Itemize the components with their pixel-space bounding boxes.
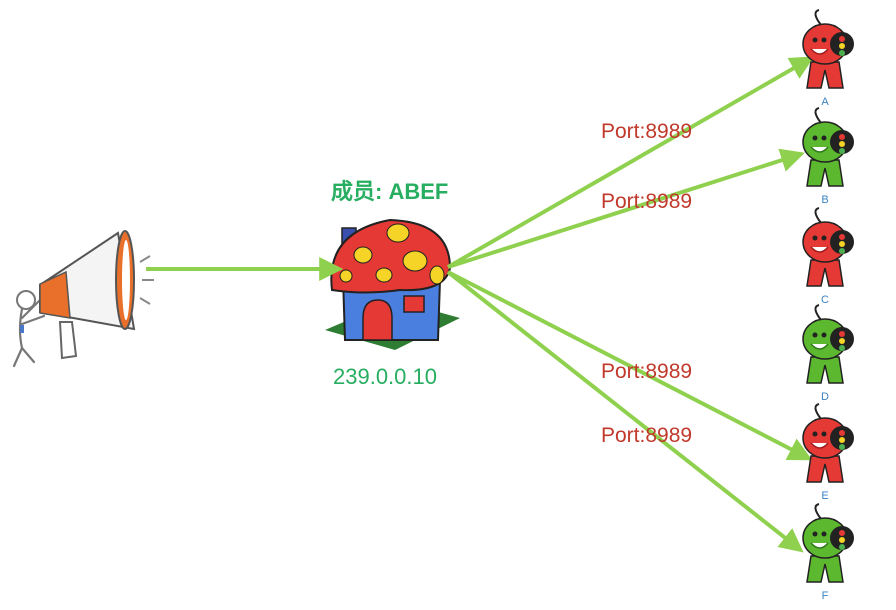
receiver-d-icon bbox=[802, 304, 854, 384]
receiver-label-d: D bbox=[821, 391, 829, 403]
port-label-a: Port:8989 bbox=[601, 120, 692, 143]
receiver-label-e: E bbox=[821, 490, 828, 502]
receiver-label-b: B bbox=[821, 194, 828, 206]
receiver-f-icon bbox=[802, 503, 854, 583]
receiver-c-icon bbox=[802, 207, 854, 287]
multicast-group-house-icon bbox=[325, 218, 460, 350]
port-label-f: Port:8989 bbox=[601, 424, 692, 447]
arrow-group-to-f bbox=[446, 270, 804, 553]
receiver-e-icon bbox=[802, 403, 854, 483]
receiver-label-a: A bbox=[821, 96, 829, 108]
group-address-label: 239.0.0.10 bbox=[333, 364, 437, 389]
receiver-label-f: F bbox=[822, 590, 829, 602]
port-label-b: Port:8989 bbox=[601, 190, 692, 213]
group-members-label: 成员: ABEF bbox=[331, 179, 448, 204]
arrow-group-to-a bbox=[447, 56, 815, 269]
receiver-a-icon bbox=[802, 9, 854, 89]
port-label-e: Port:8989 bbox=[601, 360, 692, 383]
arrow-group-to-e bbox=[447, 270, 813, 461]
receiver-group: A B C D E F bbox=[802, 9, 854, 602]
megaphone-sender-icon bbox=[12, 230, 154, 368]
receiver-b-icon bbox=[802, 107, 854, 187]
receiver-label-c: C bbox=[821, 294, 829, 306]
arrow-group-to-b bbox=[447, 148, 805, 269]
